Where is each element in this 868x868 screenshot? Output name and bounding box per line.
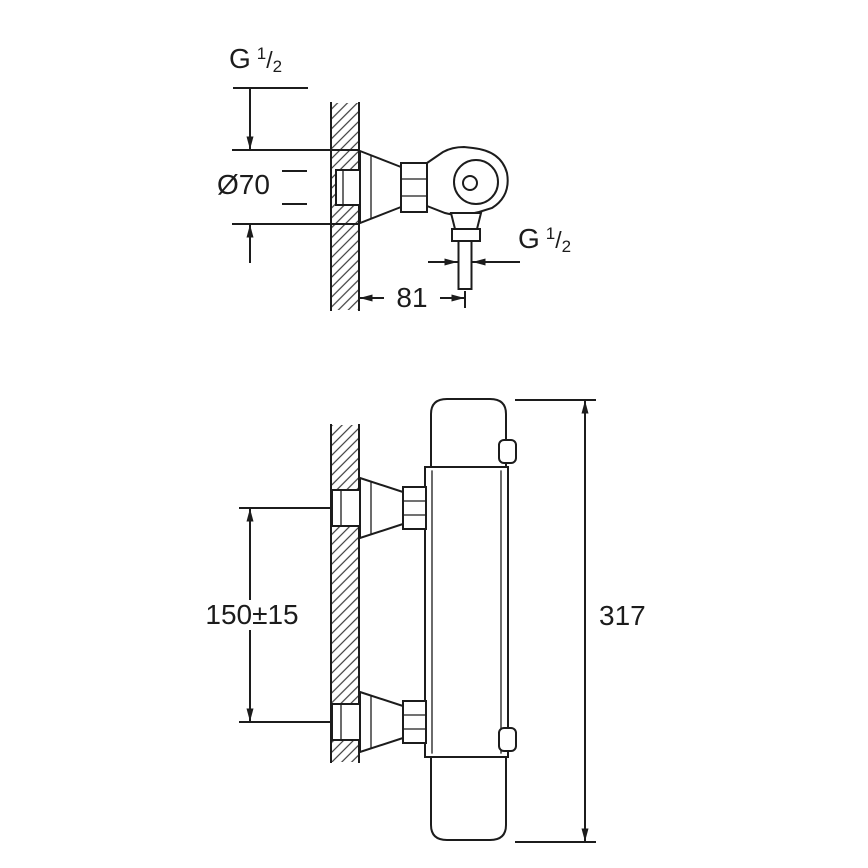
escutcheon-diameter-label: Ø70: [217, 169, 270, 200]
depth-dimension-label: 81: [384, 283, 440, 313]
front-view-dimensions: [239, 399, 596, 843]
bottom-handle: [430, 756, 507, 841]
outlet-pipe: [457, 240, 473, 290]
spacing-dimension-label: 150±15: [190, 600, 314, 630]
safety-button-tab: [498, 727, 517, 752]
outlet-nut: [451, 228, 481, 242]
height-dimension-label: 317: [599, 600, 646, 631]
wall-section-side: [330, 102, 360, 311]
outlet-shoulder: [449, 212, 483, 230]
lower-wall-connection: [331, 690, 427, 754]
upper-wall-connection: [331, 476, 427, 540]
side-view: [232, 87, 520, 311]
mixer-body: [424, 466, 509, 758]
valve-side-view: [335, 145, 509, 290]
handle-grip-tab-top: [498, 439, 517, 464]
top-handle: [430, 398, 507, 468]
knob-center-circle: [462, 175, 478, 191]
union-nut-side: [400, 162, 428, 213]
front-view: [239, 398, 596, 843]
mixer-front-view: [424, 398, 517, 841]
escutcheon-side: [359, 149, 402, 225]
inlet-nipple: [335, 169, 361, 206]
